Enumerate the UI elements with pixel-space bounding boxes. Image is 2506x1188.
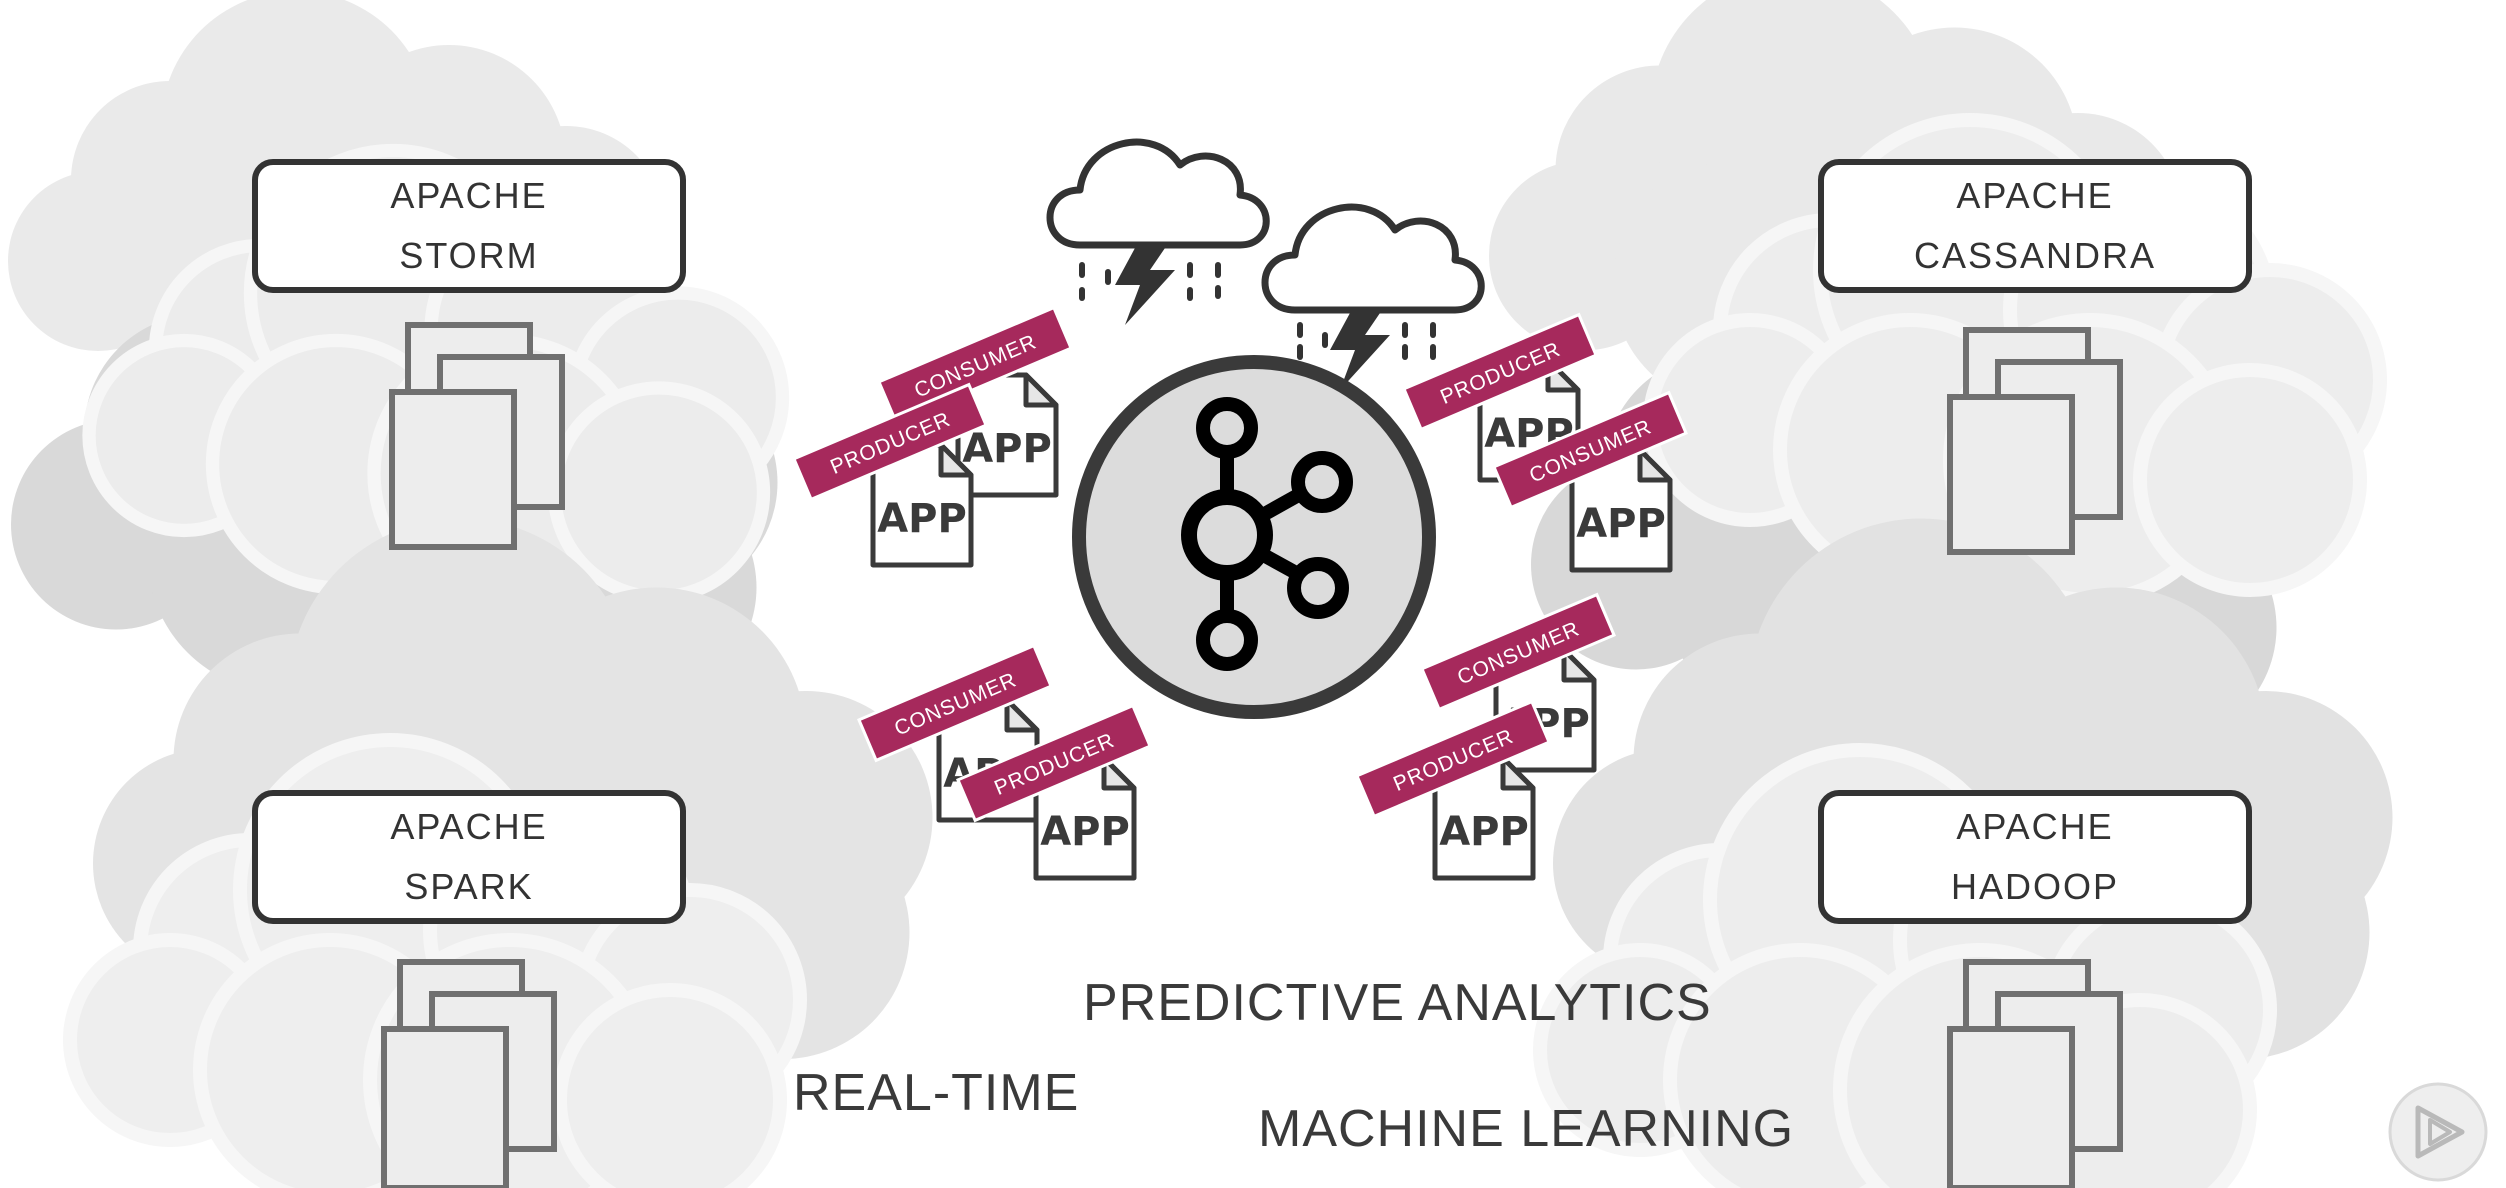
caption-predictive-analytics: PREDICTIVE ANALYTICS [1083,974,1712,1032]
kafka-hub [1072,355,1436,719]
spark-node: APACHE SPARK [252,790,686,1188]
cassandra-label-box [1818,159,2252,293]
app-label: APP [1040,809,1130,855]
app-label: APP [1439,809,1529,855]
caption-real-time: REAL-TIME [793,1064,1079,1122]
storm-label-line2: STORM [399,235,538,276]
app-file-icon: APP [870,442,974,568]
storm-label-line1: APACHE [390,175,547,216]
cassandra-label-line1: APACHE [1956,175,2113,216]
pluralsight-play-icon[interactable] [2388,1082,2488,1182]
storm-documents-icon [389,322,565,550]
spark-label-box [252,790,686,924]
storm-label-box [252,159,686,293]
storm-node: APACHE STORM [252,159,686,550]
cassandra-documents-icon [1947,327,2123,555]
spark-documents-icon [381,959,557,1188]
spark-label-line2: SPARK [404,866,533,907]
hadoop-documents-icon [1947,959,2123,1188]
caption-machine-learning: MACHINE LEARNING [1258,1100,1794,1158]
storm-cloud-icon [1046,138,1270,325]
cassandra-label-line2: CASSANDRA [1914,235,2156,276]
kafka-logo-icon [1181,397,1353,671]
hadoop-node: APACHE HADOOP [1818,790,2252,1188]
app-file-icon: APP [1432,755,1536,881]
app-label: APP [962,426,1052,472]
hadoop-label-line1: APACHE [1956,806,2113,847]
hadoop-label-line2: HADOOP [1951,866,2119,907]
spark-label-line1: APACHE [390,806,547,847]
storm-cloud-icon [1261,203,1485,390]
app-label: APP [1576,501,1666,547]
cassandra-node: APACHE CASSANDRA [1818,159,2252,555]
app-label: APP [877,496,967,542]
app-file-icon: APP [955,372,1059,498]
hadoop-label-box [1818,790,2252,924]
